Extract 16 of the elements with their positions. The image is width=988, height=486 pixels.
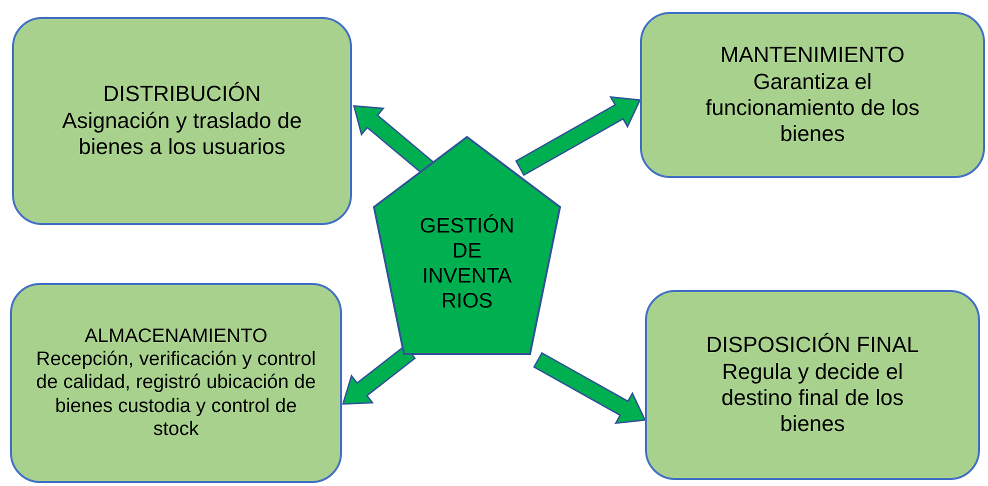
process-box <box>10 283 342 483</box>
block-arrow <box>515 96 642 176</box>
process-box <box>12 17 352 225</box>
block-arrow <box>533 352 646 424</box>
box-text: Regula y decide el destino final de los bienes <box>720 358 905 438</box>
box-text: Asignación y traslado de bienes a los usuarios <box>61 108 303 161</box>
box-text: Garantiza el funcionamiento de los bienes <box>704 68 921 148</box>
node-label: GESTIÓN DE INVENTA RIOS <box>418 213 516 314</box>
box-heading: MANTENIMIENTO <box>720 42 905 69</box>
block-arrow <box>342 344 416 405</box>
process-box <box>640 12 985 178</box>
box-text: Recepción, verificación y control de calidad, registró ubicación de bienes custodia y control de stock <box>36 348 316 442</box>
box-heading: DISTRIBUCIÓN <box>103 81 261 108</box>
box-heading: DISPOSICIÓN FINAL <box>706 332 919 359</box>
box-heading: ALMACENAMIENTO <box>84 324 268 348</box>
process-box <box>645 290 980 480</box>
